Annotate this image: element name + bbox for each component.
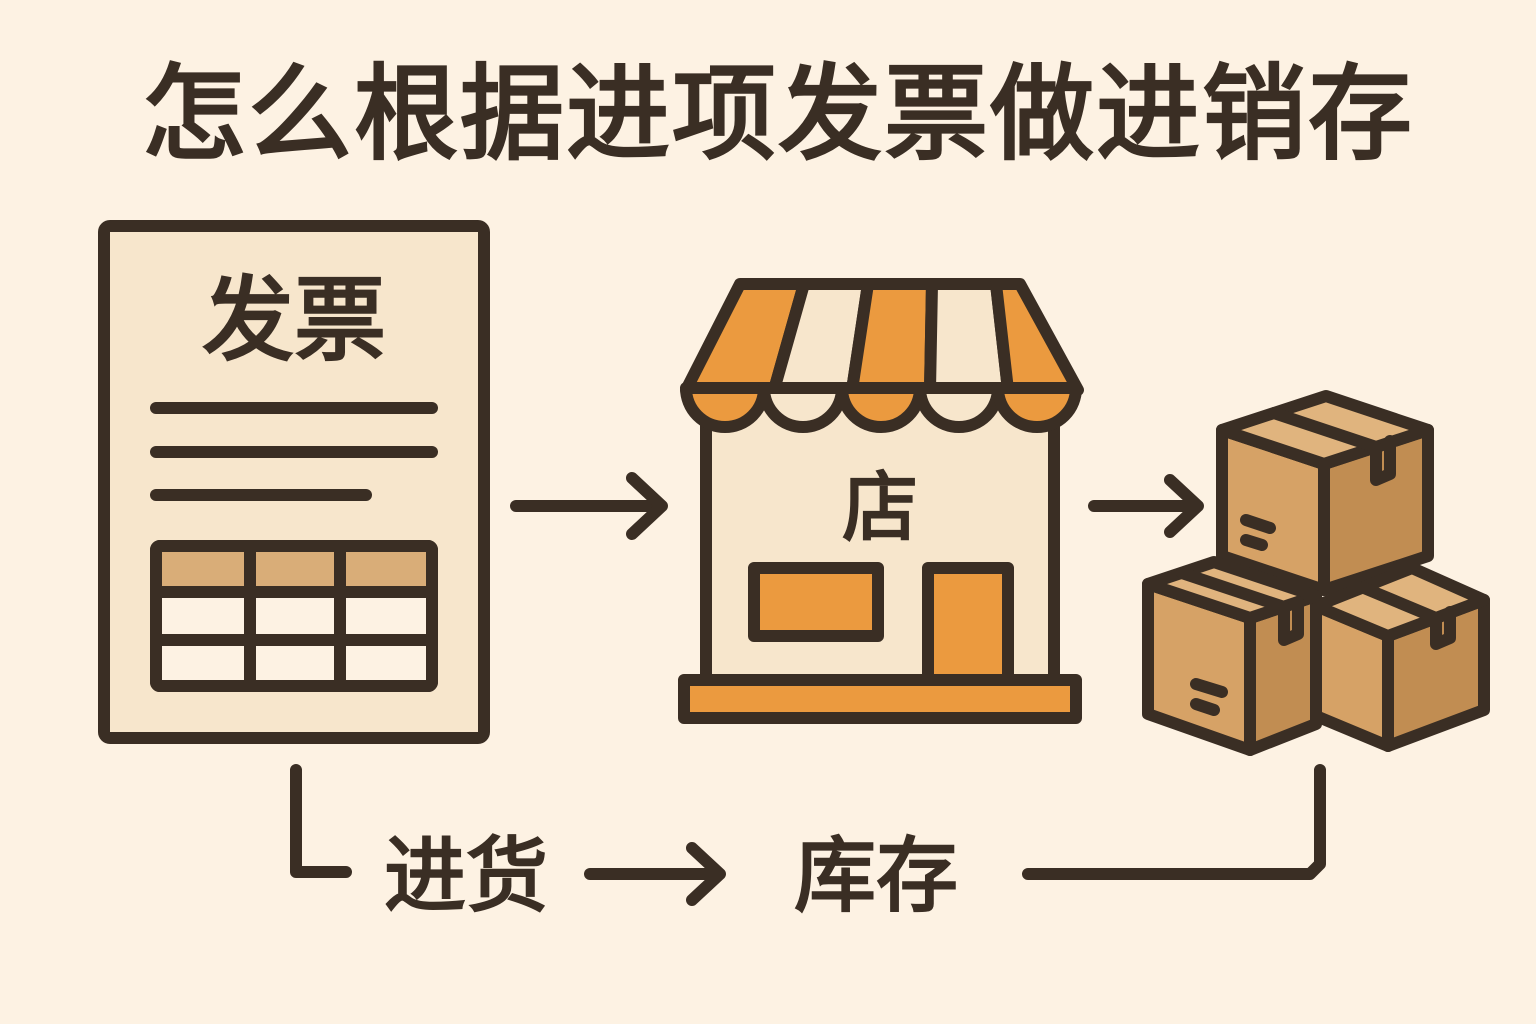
- storefront-icon: 店: [678, 278, 1084, 724]
- invoice-table: [150, 540, 438, 692]
- stacked-boxes-icon: [1142, 390, 1490, 756]
- shop-label: 店: [842, 463, 918, 552]
- arrow-purchase-to-stock: [584, 842, 726, 906]
- invoice-label: 发票: [202, 267, 386, 374]
- arrow-shop-to-boxes: [1088, 474, 1204, 538]
- shop-base: [678, 674, 1082, 724]
- bottom-flow: 进货 库存: [290, 764, 1326, 924]
- arrow-invoice-to-shop: [510, 472, 668, 540]
- box-icon: [1216, 390, 1434, 596]
- purchase-label: 进货: [384, 829, 548, 924]
- page-title: 怎么根据进项发票做进销存: [142, 53, 1414, 175]
- shop-window: [748, 562, 884, 642]
- box-icon: [1310, 562, 1490, 752]
- invoice-document-icon: 发票: [98, 220, 490, 744]
- box-icon: [1142, 556, 1322, 756]
- stock-label: 库存: [794, 829, 958, 924]
- flow-connector-left: [290, 764, 352, 878]
- shop-door: [922, 562, 1014, 690]
- flow-connector-right: [1022, 764, 1326, 880]
